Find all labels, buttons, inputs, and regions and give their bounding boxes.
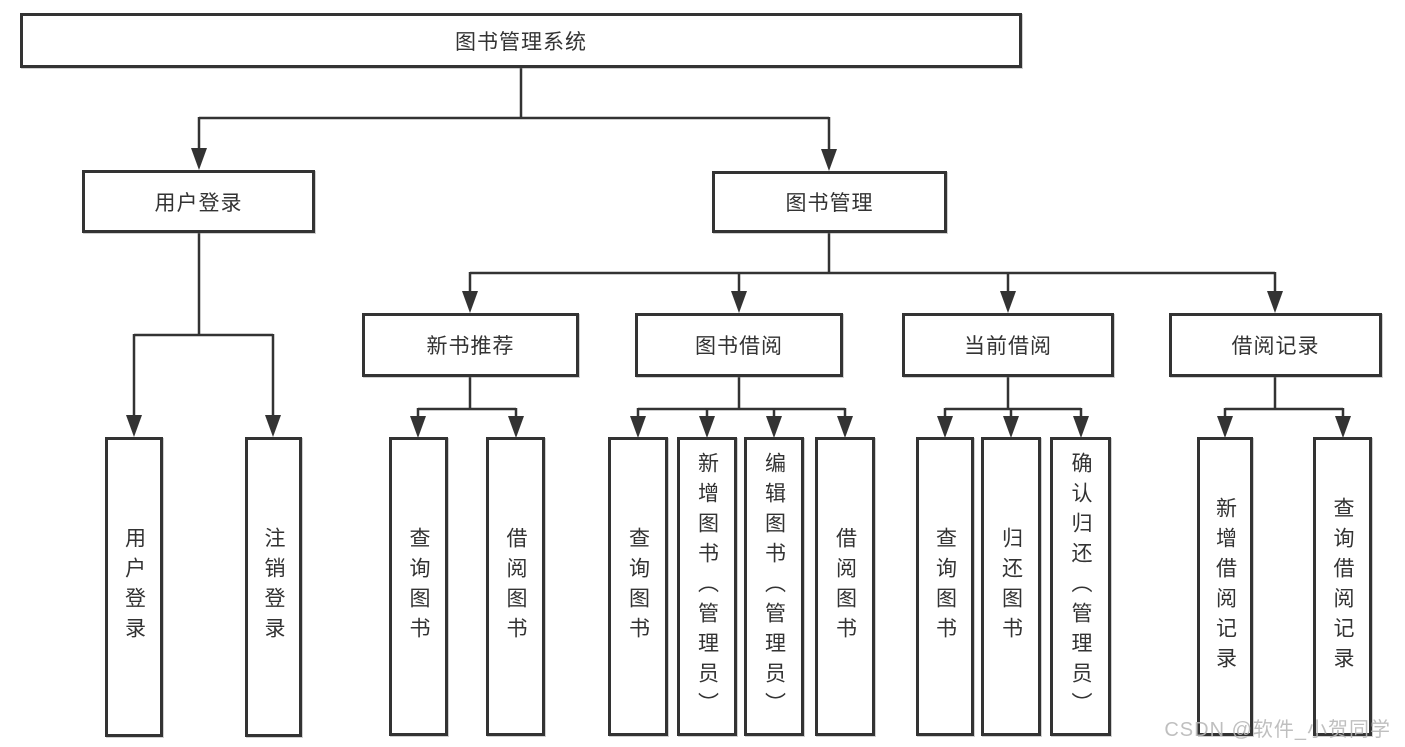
leaf-recommend-borrow-books: 借阅图书 <box>486 437 545 736</box>
leaf-borrow-books: 借阅图书 <box>815 437 875 736</box>
leaf-borrow-query-books-label: 查询图书 <box>626 526 650 647</box>
leaf-borrow-books-label: 借阅图书 <box>833 526 857 647</box>
connector-new-book-recommend-group <box>416 377 518 434</box>
connector-book-management-to-level2 <box>468 233 1277 309</box>
node-library-management-system-label: 图书管理系统 <box>455 30 587 54</box>
arrowheads-book-borrow-group <box>630 416 853 438</box>
leaf-query-borrow-record-label: 查询借阅记录 <box>1331 496 1354 677</box>
connector-borrow-record-group <box>1223 377 1345 434</box>
leaf-borrow-query-books: 查询图书 <box>608 437 668 736</box>
node-book-management-label: 图书管理 <box>785 192 874 215</box>
connector-user-login-group <box>132 233 275 433</box>
leaf-add-books-admin: 新增图书（管理员） <box>677 437 737 736</box>
leaf-query-borrow-record: 查询借阅记录 <box>1313 437 1372 736</box>
leaf-current-query-books: 查询图书 <box>916 437 974 736</box>
leaf-user-login-label: 用户登录 <box>122 527 146 647</box>
leaf-logout-login-label: 注销登录 <box>262 527 285 647</box>
arrowheads-level2 <box>462 291 1283 313</box>
connector-root-to-level1 <box>197 68 831 167</box>
node-new-book-recommend-label: 新书推荐 <box>426 335 515 358</box>
watermark: CSDN @软件_小贺同学 <box>1164 719 1391 741</box>
leaf-confirm-return-admin-label: 确认归还（管理员） <box>1069 451 1092 722</box>
leaf-return-books: 归还图书 <box>981 437 1041 736</box>
leaf-add-books-admin-label: 新增图书（管理员） <box>695 451 719 722</box>
arrowheads-borrow-record-group <box>1217 416 1351 438</box>
connector-current-borrow-group <box>943 377 1083 434</box>
node-user-login: 用户登录 <box>82 170 315 233</box>
node-current-borrow-label: 当前借阅 <box>964 335 1052 358</box>
leaf-current-query-books-label: 查询图书 <box>933 526 957 647</box>
node-borrow-records-label: 借阅记录 <box>1231 335 1320 358</box>
leaf-add-borrow-record: 新增借阅记录 <box>1197 437 1253 736</box>
leaf-recommend-query-books-label: 查询图书 <box>407 526 430 647</box>
leaf-edit-books-admin-label: 编辑图书（管理员） <box>762 451 786 722</box>
node-current-borrow: 当前借阅 <box>902 313 1114 377</box>
leaf-logout-login: 注销登录 <box>245 437 302 737</box>
node-library-management-system: 图书管理系统 <box>20 13 1022 68</box>
node-borrow-records: 借阅记录 <box>1169 313 1382 377</box>
leaf-user-login: 用户登录 <box>105 437 163 737</box>
leaf-confirm-return-admin: 确认归还（管理员） <box>1050 437 1111 736</box>
leaf-recommend-borrow-books-label: 借阅图书 <box>504 526 527 647</box>
node-user-login-label: 用户登录 <box>154 191 243 215</box>
leaf-edit-books-admin: 编辑图书（管理员） <box>744 437 804 736</box>
node-book-management: 图书管理 <box>712 171 947 233</box>
node-book-borrow: 图书借阅 <box>635 313 843 377</box>
leaf-recommend-query-books: 查询图书 <box>389 437 448 736</box>
leaf-add-borrow-record-label: 新增借阅记录 <box>1213 496 1237 677</box>
arrowheads-current-borrow-group <box>937 416 1089 438</box>
leaf-return-books-label: 归还图书 <box>999 526 1023 647</box>
arrowheads-level1 <box>191 148 837 171</box>
arrowheads-new-book-recommend-group <box>410 416 524 438</box>
node-new-book-recommend: 新书推荐 <box>362 313 579 377</box>
arrowheads-user-login-group <box>126 415 281 437</box>
connector-book-borrow-group <box>636 377 847 434</box>
node-book-borrow-label: 图书借阅 <box>695 335 783 358</box>
